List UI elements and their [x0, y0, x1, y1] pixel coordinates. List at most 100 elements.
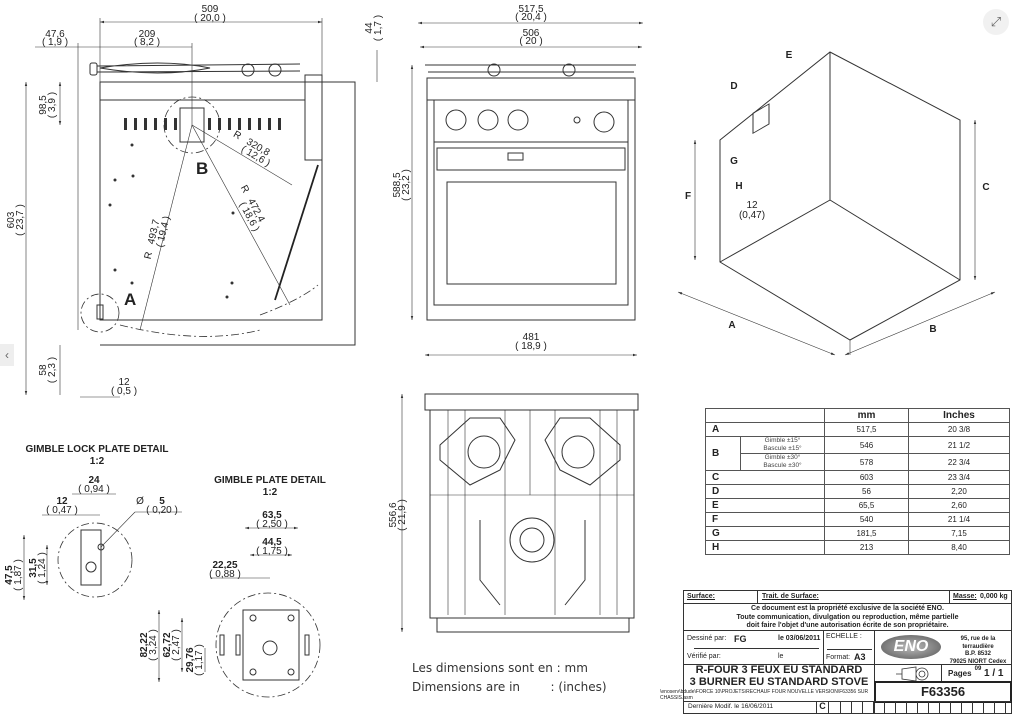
- last-modified: Dernière Modif. le 16/06/2011: [688, 703, 774, 710]
- dim-12: 12: [118, 377, 130, 388]
- dim-12-in: ( 0,5 ): [111, 386, 137, 397]
- drawn-date: le 03/06/2011: [778, 635, 821, 642]
- knob-icon: [445, 109, 467, 131]
- dim-588-5-in: ( 23,2 ): [401, 169, 412, 201]
- header-inches: Inches: [908, 408, 1010, 423]
- dim-47-6-in: ( 1,9 ): [42, 37, 68, 48]
- dim-58-in: ( 2,3 ): [47, 357, 58, 383]
- knob-icon: [477, 109, 499, 131]
- pages-label: Pages: [948, 669, 972, 678]
- front-view: 517,5 ( 20,4 ) 506 ( 20 ) 481 ( 18,9 ): [418, 4, 643, 357]
- detail-title: GIMBLE LOCK PLATE DETAIL: [26, 444, 169, 455]
- dim-5-in: ( 0,20 ): [146, 505, 178, 516]
- dim-12-lock: 12: [56, 496, 68, 507]
- dim-63-5-in: ( 2,50 ): [256, 519, 288, 530]
- detail-a-circle: [80, 293, 120, 333]
- dim-209: 209: [139, 29, 156, 40]
- dim-481: 481: [523, 332, 540, 343]
- dim-44-5: 44,5: [262, 537, 282, 548]
- dim-82-22-in: ( 3,24 ): [148, 629, 159, 661]
- revision-grid: [830, 701, 1011, 713]
- revision: C: [816, 701, 829, 713]
- dim-588-5: 588,5: [392, 172, 403, 197]
- dim-12-lock-in: ( 0,47 ): [46, 505, 78, 516]
- dim-62-72: 62,72: [162, 632, 173, 657]
- dim-62-72-in: ( 2,47 ): [171, 629, 182, 661]
- dim-58: 58: [38, 364, 49, 376]
- brand-badge: [507, 152, 524, 161]
- dim-509-in: ( 20,0 ): [194, 13, 226, 24]
- detail-scale: 1:2: [90, 456, 105, 467]
- format-label: Format:: [826, 654, 851, 661]
- dim-47-5-in: ( 1,87 ): [13, 559, 24, 591]
- drawn-by: FG: [734, 634, 747, 644]
- iso-label-g: G: [730, 156, 738, 167]
- iso-gap-in: (0,47): [739, 210, 765, 221]
- dim-24-in: ( 0,94 ): [78, 484, 110, 495]
- iso-label-e: E: [786, 50, 793, 61]
- dim-63-5: 63,5: [262, 510, 282, 521]
- dim-29-76: 29,76: [185, 647, 196, 672]
- surface-label: Surface:: [687, 593, 716, 600]
- chevron-left-icon[interactable]: ‹: [0, 344, 14, 366]
- diameter-symbol: Ø: [136, 496, 144, 507]
- installation-view: A B C D E F G H 12 (0,47): [677, 50, 996, 356]
- gimble-plate-detail: GIMBLE PLATE DETAIL 1:2 63,5 ( 2,50 ) 44…: [139, 475, 326, 698]
- dim-517-5: 517,5: [518, 4, 543, 15]
- scale-label: ECHELLE :: [826, 633, 862, 640]
- detail-b-circle: [163, 96, 221, 154]
- dim-556-6: 556,6: [388, 502, 399, 527]
- format-value: A3: [854, 652, 866, 662]
- dim-556-6-in: ( 21,9 ): [397, 499, 408, 531]
- dim-31-5: 31,5: [28, 558, 39, 578]
- dim-603-in: ( 23,7 ): [15, 204, 26, 236]
- dim-603: 603: [6, 211, 17, 228]
- surface-treatment-label: Trait. de Surface:: [762, 593, 819, 600]
- ownership-notice: Ce document est la propriété exclusive d…: [684, 603, 1011, 631]
- iso-label-d: D: [730, 81, 737, 92]
- dim-44-in: ( 1,7 ): [373, 15, 384, 41]
- burner-knobs: [445, 109, 615, 133]
- dim-29-76-in: ( 1,17 ): [194, 644, 205, 676]
- dim-98-5-in: ( 3,9 ): [47, 92, 58, 118]
- oven-window: [446, 181, 617, 285]
- iso-label-h: H: [735, 181, 742, 192]
- dim-82-22: 82,22: [139, 632, 150, 657]
- dim-209-in: ( 8,2 ): [134, 37, 160, 48]
- dim-506-in: ( 20 ): [519, 36, 542, 47]
- detail-title: GIMBLE PLATE DETAIL: [214, 475, 326, 486]
- side-view: 509 ( 20,0 ) 47,6 ( 1,9 ) 209 ( 8,2 ) 44…: [6, 4, 414, 398]
- iso-label-c: C: [982, 182, 989, 193]
- mass-label: Masse:: [953, 593, 977, 600]
- mass-value: 0,000 kg: [980, 593, 1008, 600]
- pages-value: 1 / 1: [984, 668, 1004, 679]
- dim-5: 5: [159, 496, 165, 507]
- thermostat-knob-icon: [593, 111, 615, 133]
- units-note-fr: Les dimensions sont en : mm: [412, 661, 588, 675]
- iso-label-a: A: [728, 320, 735, 331]
- dim-98-5: 98,5: [38, 95, 49, 115]
- expand-icon[interactable]: ⤢: [983, 9, 1009, 35]
- checked-by-label: Vérifié par:: [687, 653, 721, 660]
- gimble-lock-plate-detail: GIMBLE LOCK PLATE DETAIL 1:2 24 ( 0,94 )…: [4, 444, 182, 600]
- dim-24: 24: [88, 475, 100, 486]
- checked-date: le: [778, 653, 784, 660]
- iso-label-b: B: [929, 324, 936, 335]
- igniter-button-icon: [573, 116, 581, 124]
- dim-47-6: 47,6: [45, 29, 65, 40]
- dim-31-5-in: ( 1,24 ): [37, 552, 48, 584]
- dim-44-5-in: ( 1,75 ): [256, 546, 288, 557]
